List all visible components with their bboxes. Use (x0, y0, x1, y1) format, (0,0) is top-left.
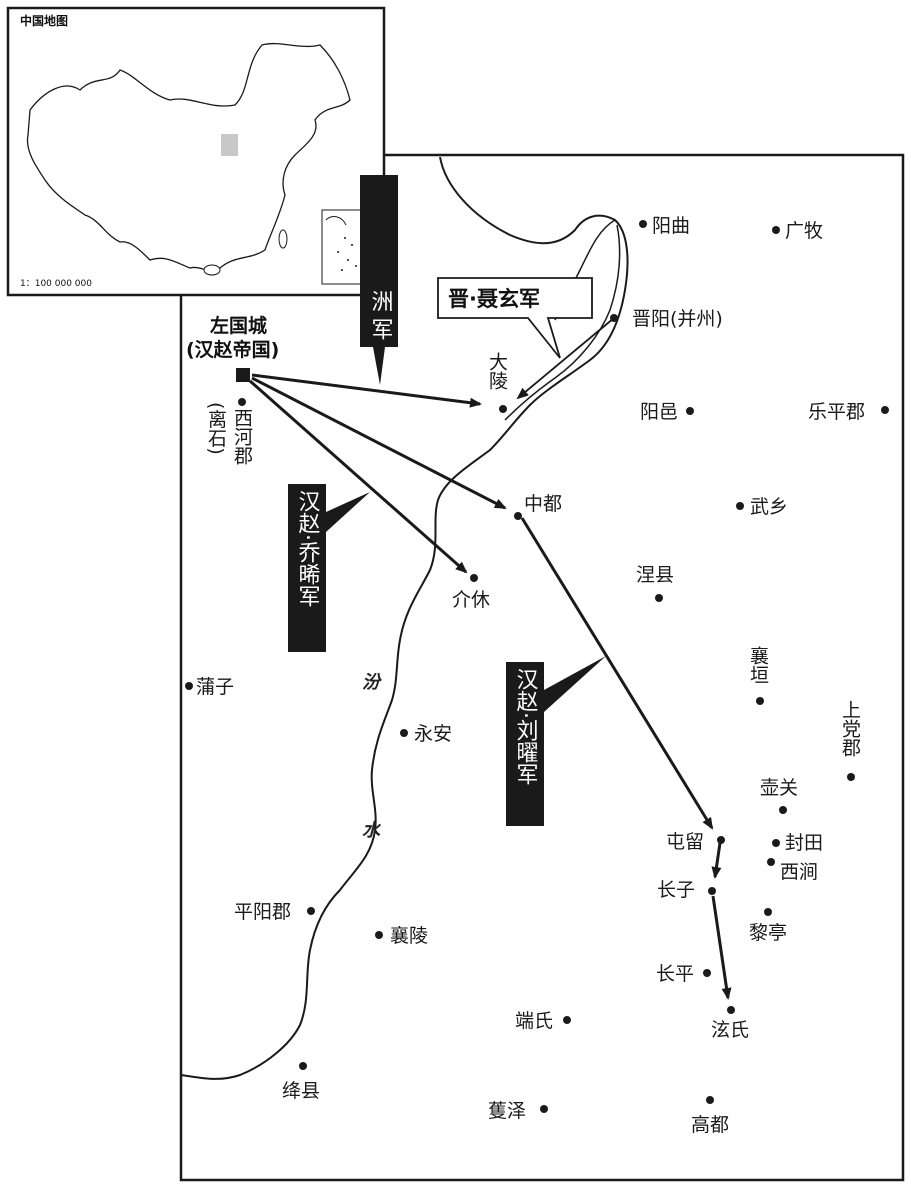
inset-title: 中国地图 (20, 13, 68, 28)
city-duanshi: 端氏 (515, 1010, 553, 1032)
han-liu-army-label: 汉赵·刘曜军 (513, 668, 539, 785)
city-zhangzi: 长子 (657, 879, 695, 901)
capital-name: 左国城 (210, 314, 267, 337)
city-litinge: 黎亭 (749, 922, 787, 944)
city-fengtian: 封田 (785, 832, 823, 854)
han-liu-army-callout: 汉赵·刘曜军 (506, 656, 606, 826)
province-boundary-line (180, 156, 629, 1080)
city-lepingjun: 乐平郡 (808, 401, 865, 423)
city-zhongdu: 中都 (524, 493, 562, 515)
city-yangyi: 阳邑 (640, 401, 678, 423)
city-yongan: 永安 (414, 723, 452, 745)
city-xiangyuan: 襄垣 (747, 646, 769, 684)
city-gaodu: 高都 (691, 1114, 729, 1136)
city-changping: 长平 (656, 963, 694, 985)
inset-scale-text: 1：100 000 000 (20, 279, 92, 289)
route-zhongdu-tunliu (520, 517, 714, 830)
city-xihejun: 西河郡 (231, 408, 253, 465)
city-daling: 大陵 (486, 352, 508, 390)
highlight-region (221, 134, 238, 156)
china-outline (26, 42, 351, 272)
han-qiao-army-callout: 汉赵·乔晞军 (288, 484, 370, 652)
fen-river-line (504, 224, 621, 421)
jin-army-label: 晋·聂玄军 (448, 287, 540, 311)
city-xuanshi: 泫氏 (711, 1019, 749, 1041)
city-guangmu: 广牧 (785, 220, 823, 242)
partial-army-pointer (373, 347, 385, 385)
route-capital-zhongdu (251, 376, 507, 510)
city-puzi: 蒲子 (196, 676, 234, 698)
partial-army-box (360, 175, 398, 347)
route-capital-jiexiu (249, 379, 468, 574)
route-capital-daling (251, 373, 482, 408)
city-xiangling: 襄陵 (390, 925, 428, 947)
hainan-shape (203, 264, 221, 276)
capital-subtitle: (汉赵帝国) (186, 338, 279, 361)
partial-army-char-1: 洲 (368, 290, 394, 312)
city-xijian: 西涧 (780, 861, 818, 883)
city-huguan: 壶关 (760, 777, 798, 799)
capital-marker (236, 368, 250, 382)
city-pingyangjun: 平阳郡 (234, 901, 291, 923)
route-zhangzi-xuanshi (711, 895, 732, 1000)
city-wuxiang: 武乡 (750, 496, 788, 518)
taiwan-shape (278, 229, 288, 249)
route-tunliu-zhangzi (711, 842, 722, 879)
city-shangdangjun: 上党郡 (839, 700, 861, 757)
city-niexian: 涅县 (636, 564, 674, 586)
jin-army-callout: 晋·聂玄军 (437, 277, 593, 359)
city-tunliu: 屯留 (666, 831, 704, 853)
city-lishi: (离石) (205, 402, 227, 455)
route-jinyang-daling (516, 317, 615, 400)
city-dots (185, 220, 889, 1113)
partial-army-char-2: 军 (368, 318, 393, 340)
inset-china-map: 中国地图 南海 诸岛 1：100 000 000 (6, 6, 386, 297)
city-jiangxian: 绛县 (282, 1080, 320, 1102)
city-jinyang: 晋阳(并州) (632, 308, 723, 330)
city-yangqu: 阳曲 (652, 215, 690, 237)
river-label-shui: 水 (362, 820, 382, 841)
river-label-fen: 汾 (362, 672, 382, 693)
city-jiexiu: 介休 (452, 589, 490, 611)
han-qiao-army-label: 汉赵·乔晞军 (295, 490, 321, 607)
city-huoze: 蒦泽 (488, 1100, 526, 1122)
